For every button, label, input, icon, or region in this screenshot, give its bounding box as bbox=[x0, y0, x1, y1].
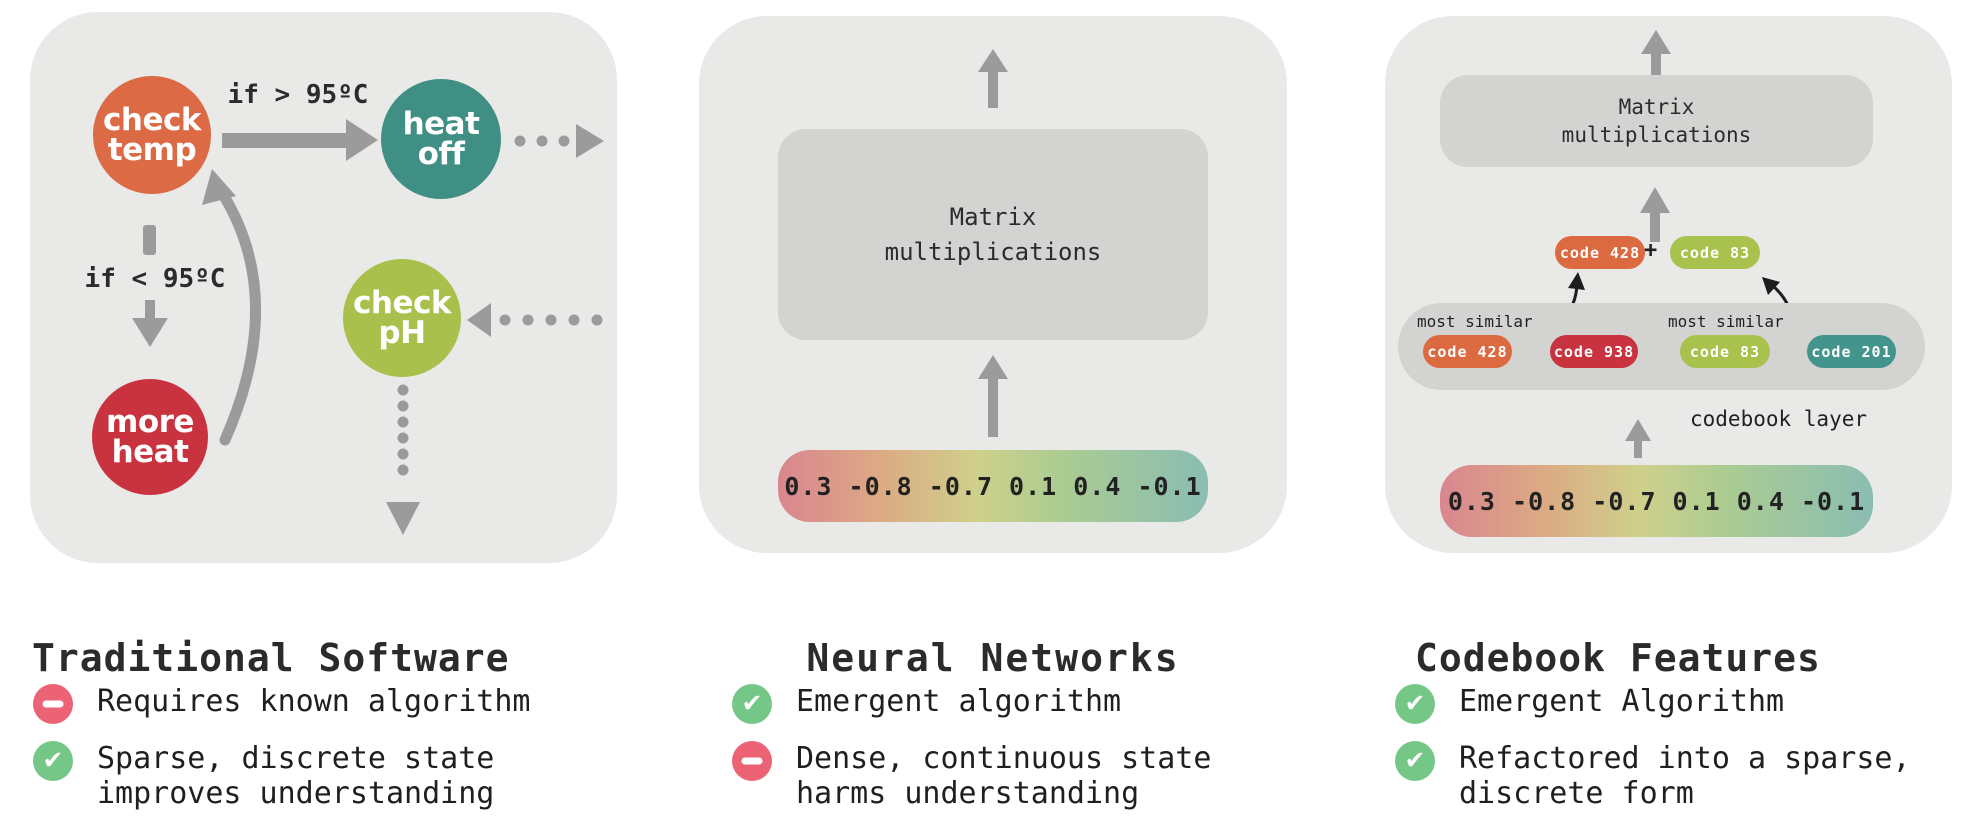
bullet-emergent-algorithm: Emergent Algorithm bbox=[1395, 684, 1784, 724]
node-check-ph: check pH bbox=[343, 259, 461, 377]
traditional-software-panel: check temp heat off check pH more heat i… bbox=[30, 12, 617, 563]
minus-icon bbox=[732, 741, 772, 781]
condition-label-cold: if < 95ºC bbox=[84, 264, 226, 294]
condition-label-hot: if > 95ºC bbox=[227, 80, 369, 110]
bullet-dense-continuous-state: Dense, continuous state harms understand… bbox=[732, 741, 1211, 811]
check-icon bbox=[33, 741, 73, 781]
check-icon bbox=[732, 684, 772, 724]
most-similar-label-left: most similar bbox=[1417, 312, 1533, 331]
dotted-arrow-into-check-ph bbox=[467, 303, 603, 337]
check-icon bbox=[1395, 684, 1435, 724]
matrix-multiplications-box: Matrix multiplications bbox=[1440, 75, 1873, 167]
matrix-multiplications-box: Matrix multiplications bbox=[778, 129, 1208, 340]
check-icon bbox=[1395, 741, 1435, 781]
title-codebook-features: Codebook Features bbox=[1415, 635, 1821, 680]
bullet-emergent-algorithm: Emergent algorithm bbox=[732, 684, 1121, 724]
node-heat-off: heat off bbox=[381, 79, 501, 199]
bullet-text: Emergent Algorithm bbox=[1459, 684, 1785, 719]
bullet-text: Dense, continuous state harms understand… bbox=[796, 741, 1212, 811]
bullet-text: Refactored into a sparse, discrete form bbox=[1459, 741, 1911, 811]
flowchart-arrows bbox=[132, 119, 604, 535]
arrow-check-temp-to-heat-off bbox=[222, 119, 378, 161]
arrow-vector-to-codebook bbox=[1625, 419, 1651, 458]
neural-arrows bbox=[978, 49, 1008, 437]
bullet-text: Emergent algorithm bbox=[796, 684, 1122, 719]
activation-vector: 0.3 -0.8 -0.7 0.1 0.4 -0.1 bbox=[1440, 465, 1873, 537]
codebook-pill-83: code 83 bbox=[1680, 335, 1770, 368]
bullet-sparse-discrete-state: Sparse, discrete state improves understa… bbox=[33, 741, 494, 811]
arrow-output-up bbox=[978, 49, 1008, 108]
selected-code-pill-83: code 83 bbox=[1670, 236, 1760, 269]
bullet-requires-known-algorithm: Requires known algorithm bbox=[33, 684, 530, 724]
neural-networks-panel: Matrix multiplications 0.3 -0.8 -0.7 0.1… bbox=[699, 16, 1287, 553]
title-neural-networks: Neural Networks bbox=[806, 635, 1180, 680]
bullet-refactored-sparse-form: Refactored into a sparse, discrete form bbox=[1395, 741, 1911, 811]
minus-icon bbox=[33, 684, 73, 724]
arrow-output-up bbox=[1641, 30, 1671, 78]
node-check-temp: check temp bbox=[93, 76, 211, 194]
plus-sign: + bbox=[1644, 238, 1658, 263]
codebook-pill-938: code 938 bbox=[1550, 335, 1638, 368]
arrow-codes-to-box bbox=[1640, 187, 1670, 242]
arrow-vector-to-box bbox=[978, 355, 1008, 437]
most-similar-label-right: most similar bbox=[1668, 312, 1784, 331]
codebook-pill-428: code 428 bbox=[1423, 335, 1512, 368]
codebook-features-panel: Matrix multiplications code 428 + code 8… bbox=[1385, 16, 1952, 553]
bullet-text: Requires known algorithm bbox=[97, 684, 531, 719]
dotted-arrow-right-icon bbox=[514, 124, 604, 158]
bullet-text: Sparse, discrete state improves understa… bbox=[97, 741, 495, 811]
activation-vector: 0.3 -0.8 -0.7 0.1 0.4 -0.1 bbox=[778, 450, 1208, 522]
selected-code-pill-428: code 428 bbox=[1555, 236, 1645, 269]
title-traditional-software: Traditional Software bbox=[32, 635, 510, 680]
node-more-heat: more heat bbox=[92, 379, 208, 495]
arrow-check-temp-to-more-heat bbox=[132, 225, 168, 347]
arrow-more-heat-to-check-temp bbox=[202, 169, 262, 446]
codebook-layer-label: codebook layer bbox=[1690, 407, 1868, 431]
codebook-pill-201: code 201 bbox=[1807, 335, 1896, 368]
dotted-arrow-below-check-ph bbox=[386, 384, 420, 535]
